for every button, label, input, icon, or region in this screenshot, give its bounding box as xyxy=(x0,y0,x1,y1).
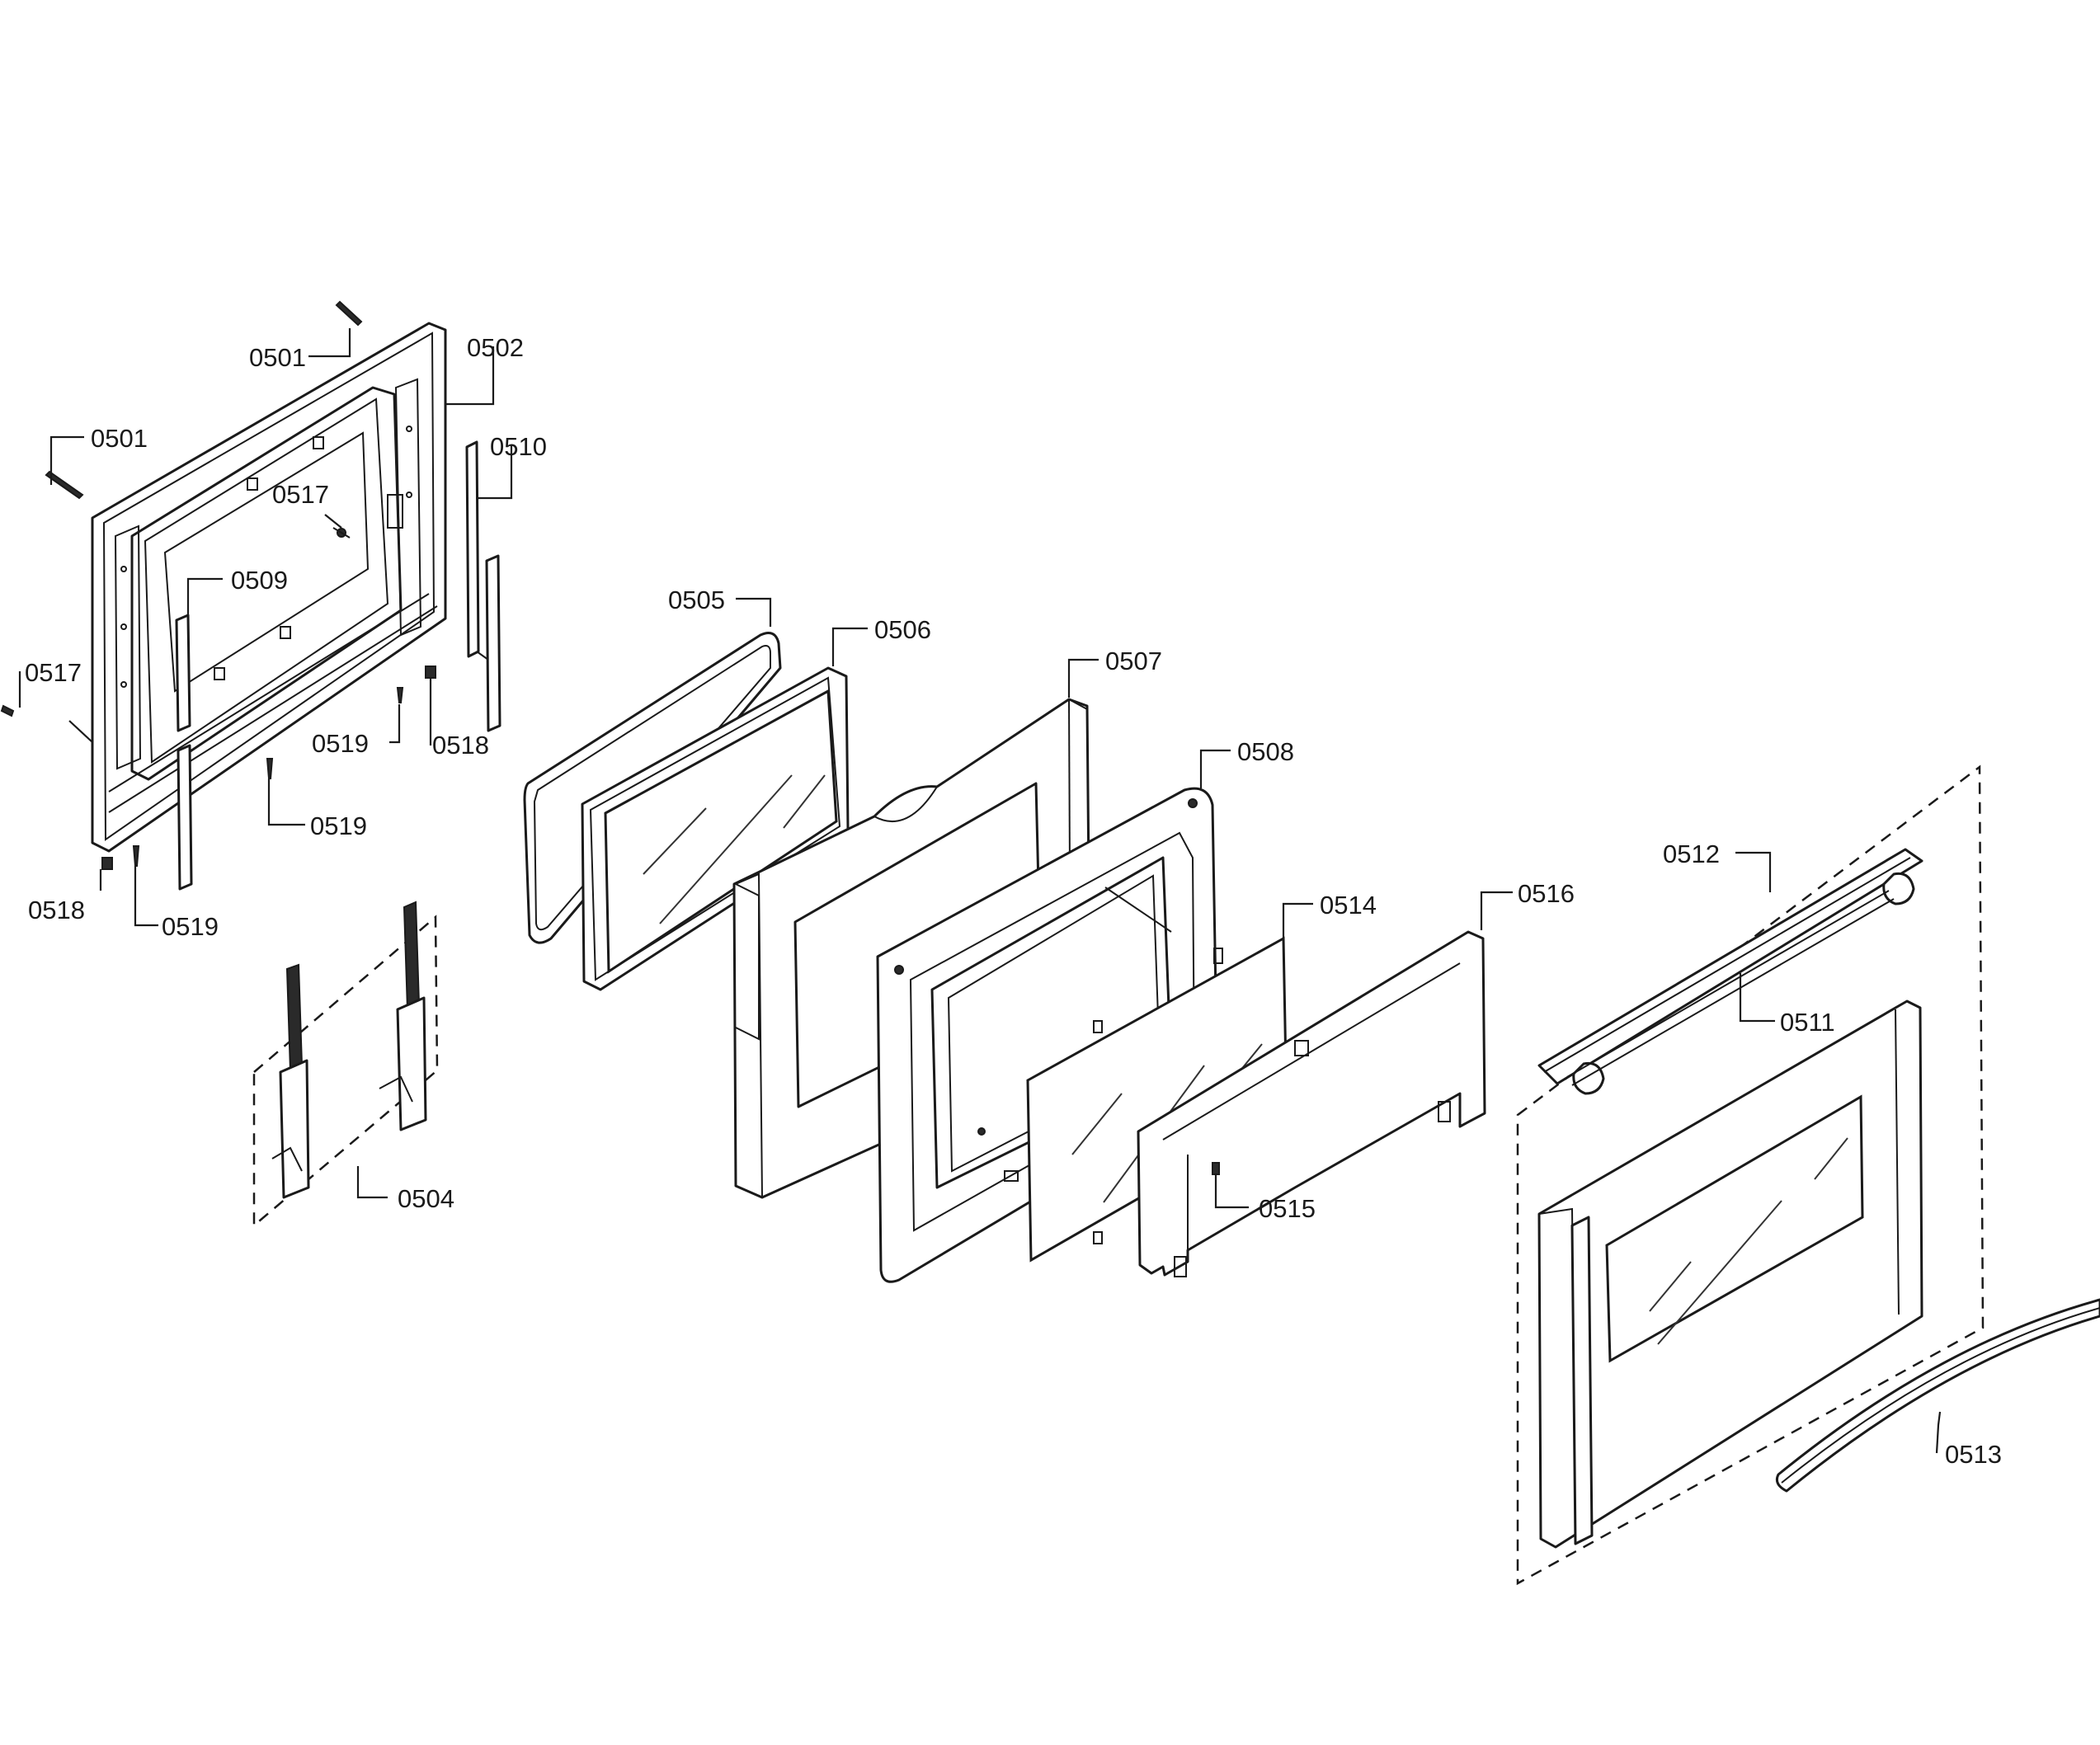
part-0509-side-bracket xyxy=(175,614,193,891)
callout-0507: 0507 xyxy=(1105,647,1162,675)
callout-0501-left: 0501 xyxy=(91,424,148,453)
callout-0502: 0502 xyxy=(467,333,524,362)
callout-0517-top: 0517 xyxy=(272,480,329,509)
part-0517-screw-top xyxy=(332,527,351,539)
callout-0504: 0504 xyxy=(398,1184,454,1213)
callout-0516: 0516 xyxy=(1518,879,1575,908)
callout-0514: 0514 xyxy=(1320,891,1377,920)
callout-0515: 0515 xyxy=(1259,1194,1316,1223)
part-0519-screw-b xyxy=(266,758,274,779)
callout-0512: 0512 xyxy=(1663,840,1720,868)
callout-0509: 0509 xyxy=(231,566,288,595)
callout-0505: 0505 xyxy=(668,586,725,614)
part-0515-clip xyxy=(1212,1162,1220,1175)
part-0501-pin-left xyxy=(45,470,84,500)
callout-0518-right: 0518 xyxy=(432,731,489,760)
callout-0519-b: 0519 xyxy=(310,811,367,840)
callout-0511: 0511 xyxy=(1780,1008,1835,1037)
callout-0513: 0513 xyxy=(1945,1440,2002,1469)
callout-0519-a: 0519 xyxy=(312,729,369,758)
part-0504-hinge-group xyxy=(252,901,439,1228)
part-0508-inner-door-liner xyxy=(876,787,1223,1283)
callout-0518-left: 0518 xyxy=(28,896,85,924)
leader-lines xyxy=(18,328,1942,1454)
callout-0519-c: 0519 xyxy=(162,912,219,941)
callout-0501-top: 0501 xyxy=(249,343,306,372)
part-0511-vent-channel xyxy=(1566,890,1895,1086)
callout-0508: 0508 xyxy=(1237,737,1294,766)
part-0517-screw-left xyxy=(0,704,15,717)
part-outer-door-panel xyxy=(1537,999,1923,1549)
callout-0517-left: 0517 xyxy=(25,658,82,687)
part-0501-pin-top xyxy=(335,300,363,327)
part-0513-door-handle xyxy=(1775,1298,2100,1493)
part-0512-door-top-trim xyxy=(1537,848,1923,1095)
part-0516-heat-shield-bracket xyxy=(1137,930,1486,1277)
callout-labels: 0501 0501 0502 0510 0517 0509 0517 0519 … xyxy=(25,333,2002,1469)
part-0519-screw-c xyxy=(132,845,140,867)
part-0510-side-bracket xyxy=(465,440,501,732)
part-0518-screw-right xyxy=(425,666,436,679)
part-0519-screw-a xyxy=(396,687,404,703)
callout-0510: 0510 xyxy=(490,432,547,461)
outer-door-group xyxy=(1516,764,1985,1586)
callout-0506: 0506 xyxy=(874,615,931,644)
part-0518-screw-left xyxy=(101,857,113,870)
